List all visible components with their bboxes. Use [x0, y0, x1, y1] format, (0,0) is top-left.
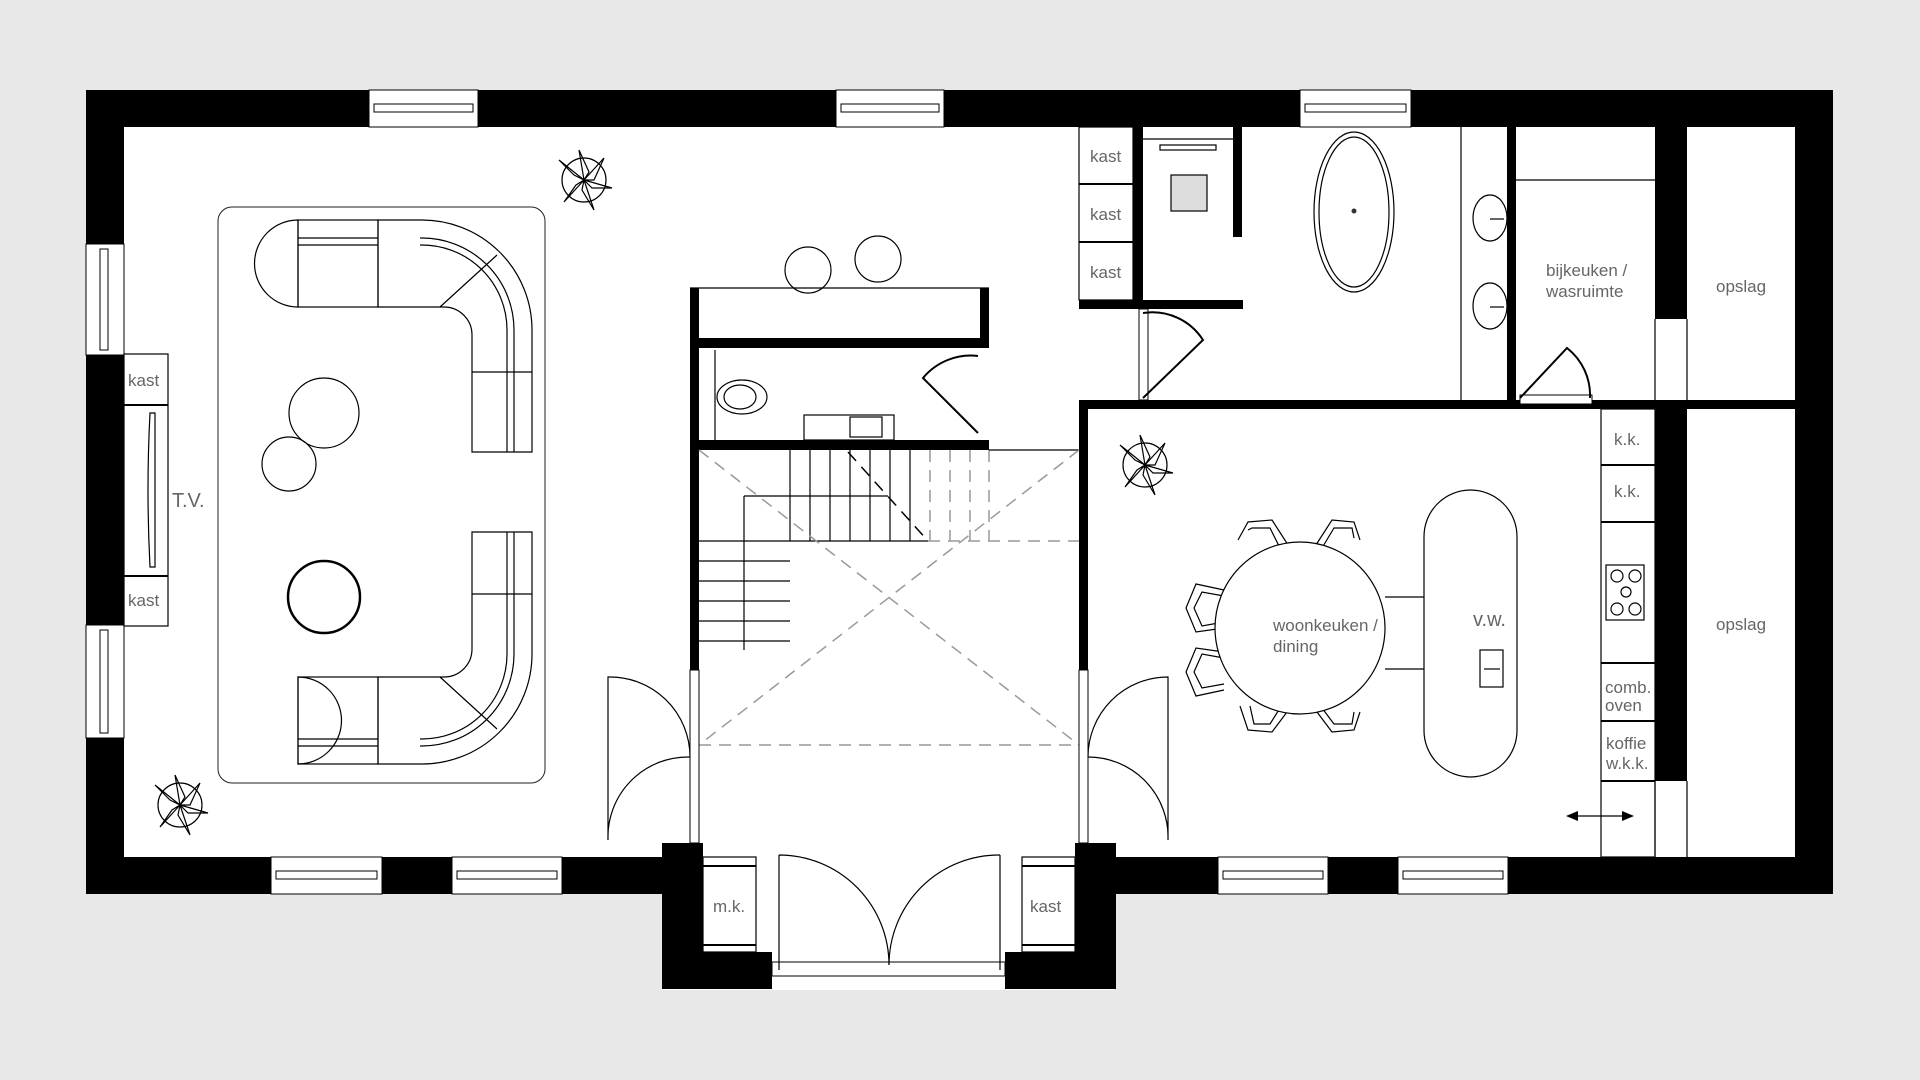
fridge-1-label: k.k. — [1614, 430, 1640, 449]
oven-label-2: oven — [1605, 696, 1642, 715]
utility-label-2: wasruimte — [1545, 282, 1623, 301]
meter-cupboard-label: m.k. — [713, 897, 745, 916]
coffee-label: koffie — [1606, 734, 1646, 753]
doors — [607, 308, 1593, 970]
floor-area — [86, 90, 1833, 894]
island-label: v.w. — [1473, 609, 1506, 631]
kitchen — [1185, 408, 1656, 858]
coffee-label-2: w.k.k. — [1605, 754, 1649, 773]
bath-kast-1-label: kast — [1090, 147, 1121, 166]
storage-top-label: opslag — [1716, 277, 1766, 296]
tv-label: T.V. — [172, 490, 205, 512]
plant-icon — [1119, 434, 1174, 496]
oven-label: comb. — [1605, 678, 1651, 697]
bathroom — [1078, 126, 1508, 330]
utility-label: bijkeuken / — [1546, 261, 1628, 280]
bath-kast-2-label: kast — [1090, 205, 1121, 224]
plant-icon — [558, 149, 613, 211]
stair-hall — [698, 235, 1080, 746]
outer-walls — [86, 90, 1833, 989]
kitchen-label-2: dining — [1273, 637, 1318, 656]
entry-kast-label: kast — [1030, 897, 1061, 916]
living-kast-bottom-label: kast — [128, 591, 159, 610]
windows — [85, 89, 1509, 977]
living-room — [123, 206, 546, 784]
kitchen-label: woonkeuken / — [1272, 616, 1378, 635]
plant-icon — [154, 774, 209, 836]
living-kast-top-label: kast — [128, 371, 159, 390]
storage-bottom-label: opslag — [1716, 615, 1766, 634]
fridge-2-label: k.k. — [1614, 482, 1640, 501]
bath-kast-3-label: kast — [1090, 263, 1121, 282]
interior-walls — [690, 127, 1833, 857]
